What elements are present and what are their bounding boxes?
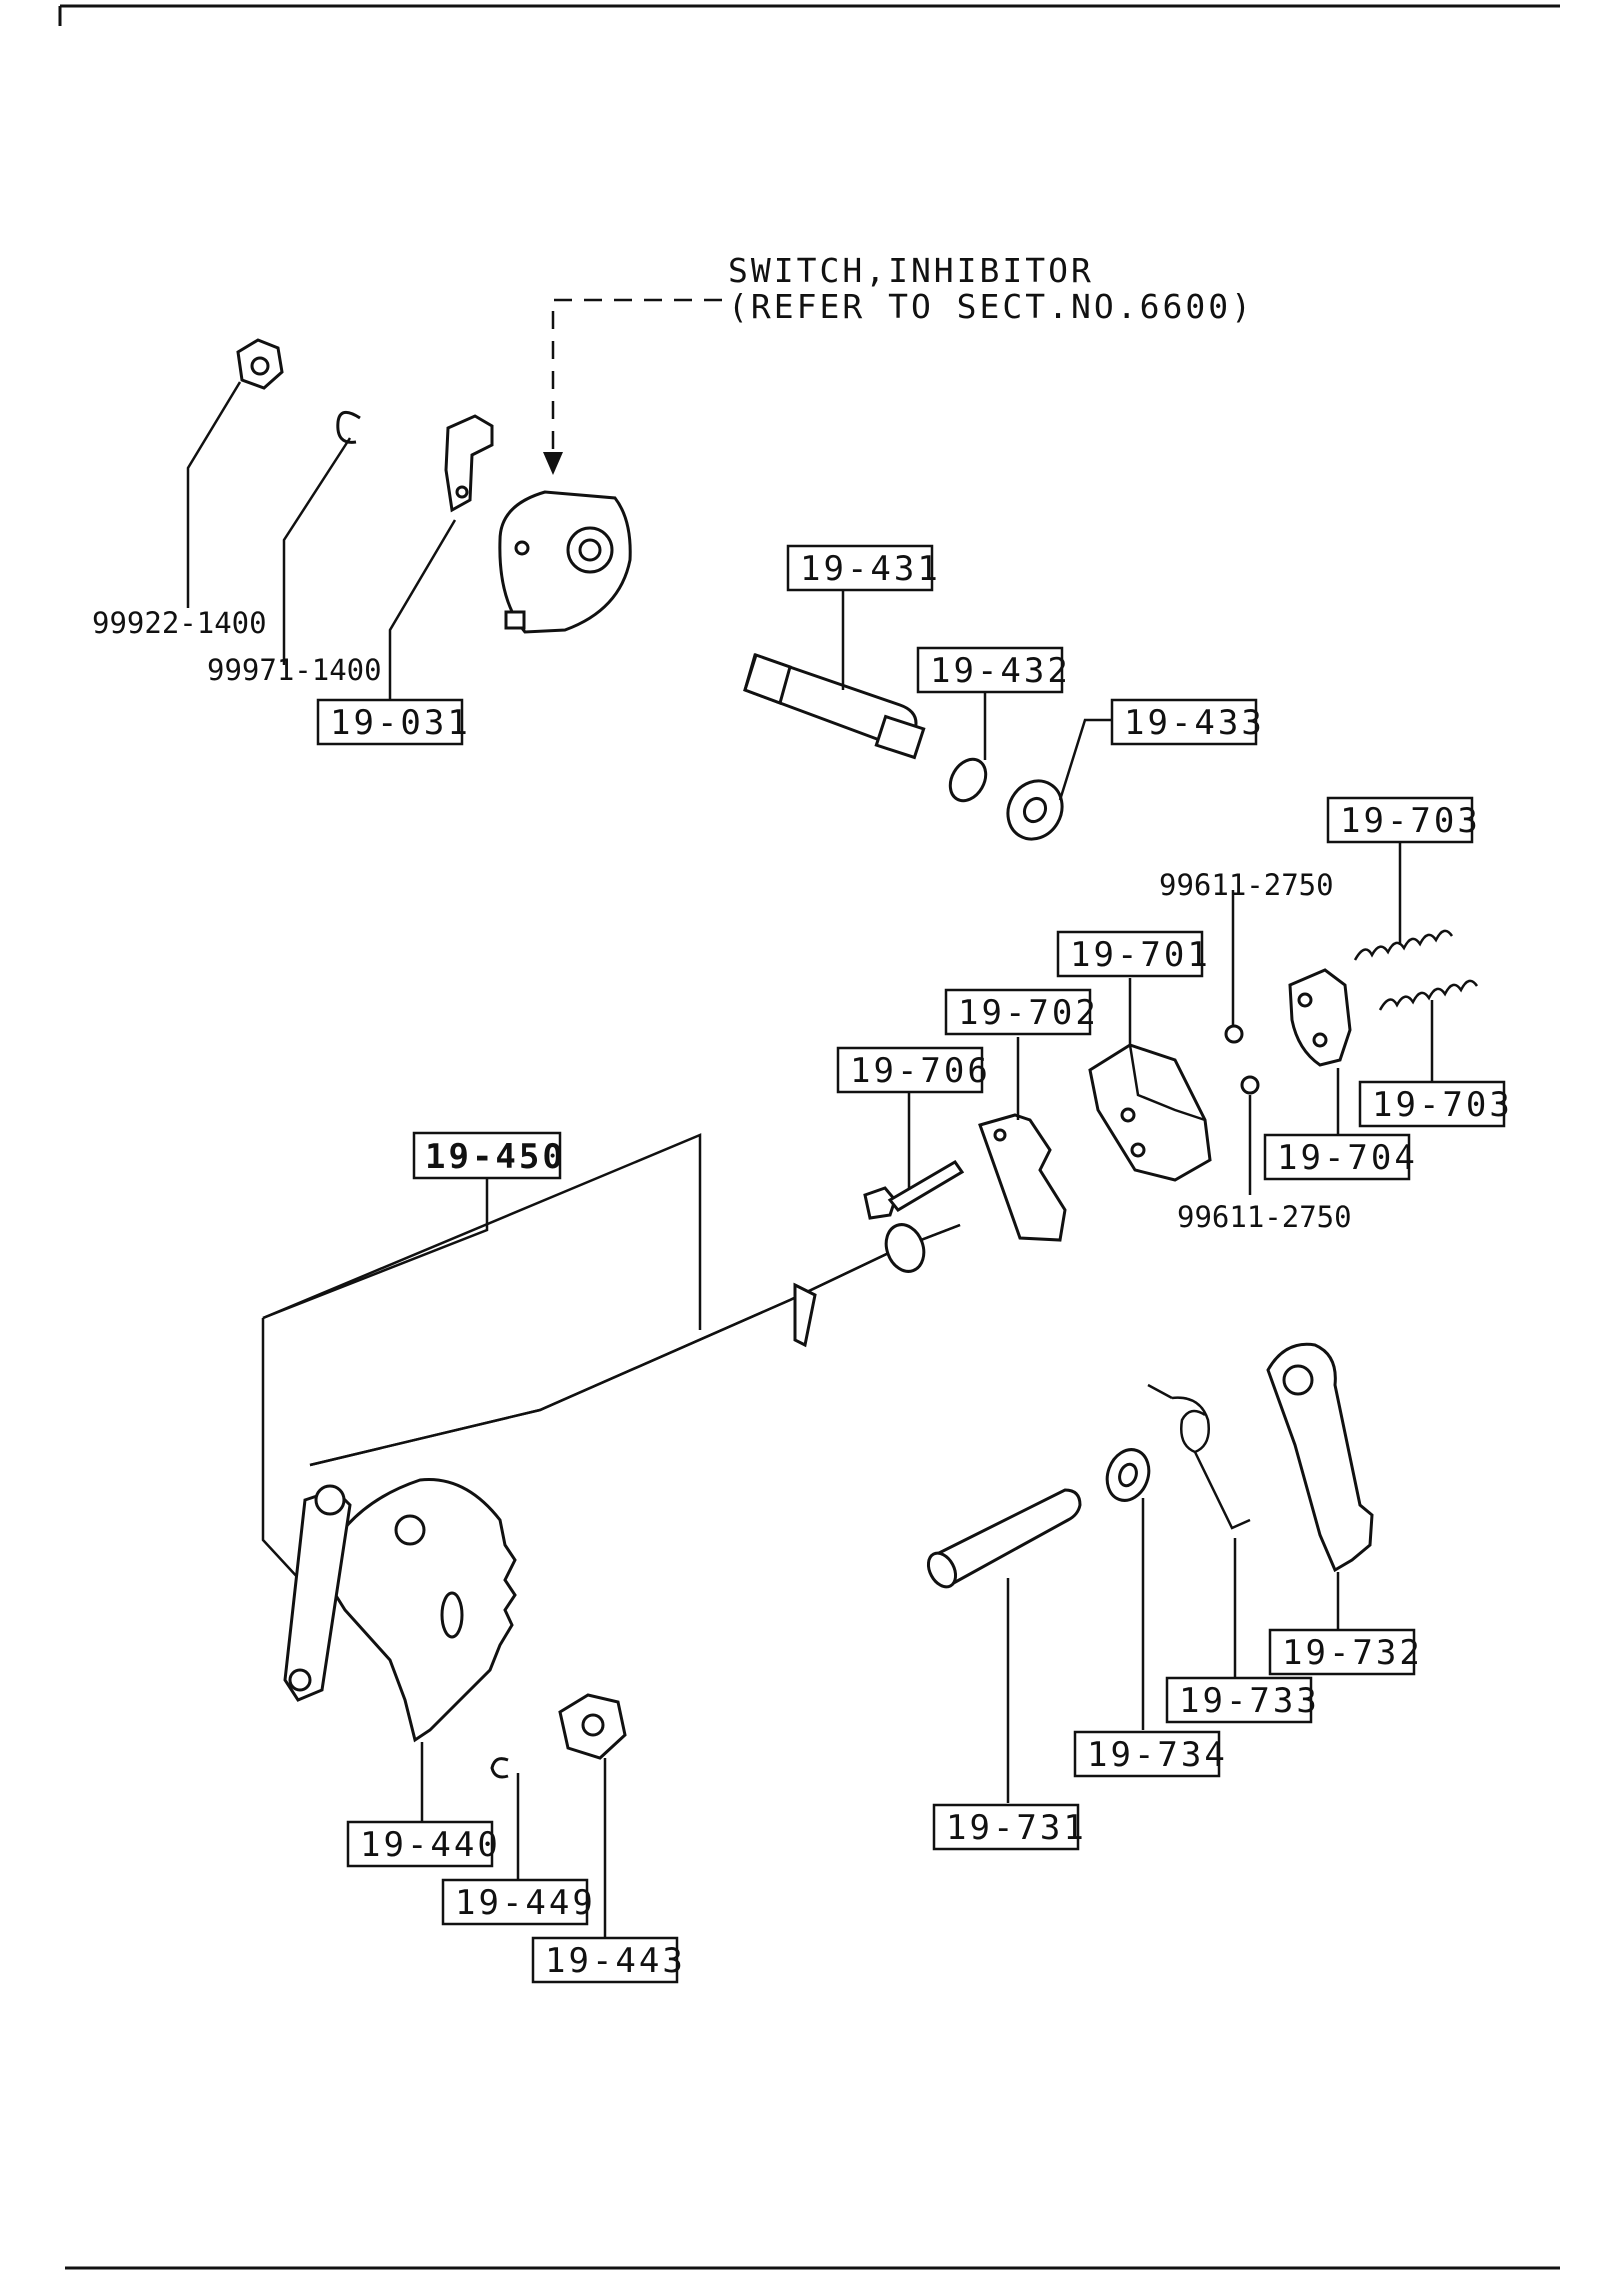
label-99611-2750-lower: 99611-2750 bbox=[1177, 1200, 1352, 1234]
lever-19-732 bbox=[1266, 1342, 1374, 1573]
svg-text:19-706: 19-706 bbox=[850, 1051, 991, 1091]
svg-text:19-732: 19-732 bbox=[1282, 1633, 1423, 1673]
bolt-19-706 bbox=[863, 1160, 965, 1220]
label-99611-2750-upper: 99611-2750 bbox=[1159, 868, 1334, 902]
svg-text:19-450: 19-450 bbox=[425, 1137, 566, 1177]
label-19-731: 19-731 bbox=[932, 1803, 1087, 1851]
label-19-733: 19-733 bbox=[1165, 1676, 1320, 1724]
svg-text:19-440: 19-440 bbox=[360, 1825, 501, 1865]
label-19-440: 19-440 bbox=[346, 1820, 501, 1868]
label-99971-1400: 99971-1400 bbox=[207, 653, 382, 687]
spring-19-703-upper bbox=[1353, 929, 1454, 961]
washer-19-734 bbox=[1105, 1448, 1151, 1502]
block-19-701 bbox=[1088, 1043, 1212, 1182]
label-19-732: 19-732 bbox=[1268, 1628, 1423, 1676]
detent-19-704 bbox=[1288, 968, 1352, 1067]
label-19-433: 19-433 bbox=[1110, 698, 1265, 746]
bracket-19-031 bbox=[444, 414, 494, 513]
svg-text:19-433: 19-433 bbox=[1124, 703, 1265, 743]
label-19-734: 19-734 bbox=[1073, 1730, 1228, 1778]
svg-text:19-701: 19-701 bbox=[1070, 935, 1211, 975]
label-19-431: 19-431 bbox=[786, 544, 941, 592]
nut-19-443 bbox=[558, 1693, 627, 1760]
label-19-432: 19-432 bbox=[916, 646, 1071, 694]
shaft-19-431 bbox=[743, 653, 926, 760]
label-99922-1400: 99922-1400 bbox=[92, 606, 267, 640]
reference-leader bbox=[551, 298, 722, 460]
svg-text:19-703: 19-703 bbox=[1372, 1085, 1513, 1125]
plate-19-702 bbox=[978, 1113, 1067, 1242]
ball-99611-2750-lower bbox=[1240, 1075, 1260, 1095]
reference-note-line2: (REFER TO SECT.NO.6600) bbox=[728, 287, 1254, 326]
svg-text:19-449: 19-449 bbox=[455, 1883, 596, 1923]
leader-lines bbox=[186, 381, 1434, 1938]
reference-note-line1: SWITCH,INHIBITOR bbox=[728, 251, 1094, 290]
pin-19-731 bbox=[926, 1488, 1082, 1589]
svg-text:19-703: 19-703 bbox=[1340, 801, 1481, 841]
label-19-704: 19-704 bbox=[1263, 1133, 1418, 1181]
label-19-703-upper: 19-703 bbox=[1326, 796, 1481, 844]
label-19-449: 19-449 bbox=[441, 1878, 596, 1926]
washer-19-449 bbox=[490, 1757, 509, 1779]
ball-99611-2750-upper bbox=[1224, 1024, 1244, 1044]
oring-19-432 bbox=[948, 757, 988, 803]
spring-19-703-lower bbox=[1378, 979, 1479, 1011]
label-19-703-lower: 19-703 bbox=[1358, 1080, 1513, 1128]
svg-text:19-731: 19-731 bbox=[946, 1808, 1087, 1848]
torsion-spring-19-733 bbox=[1147, 1383, 1251, 1530]
svg-text:19-031: 19-031 bbox=[330, 703, 471, 743]
nut-99922-1400 bbox=[236, 338, 284, 390]
label-19-443: 19-443 bbox=[531, 1936, 686, 1984]
svg-text:19-431: 19-431 bbox=[800, 549, 941, 589]
label-19-450: 19-450 bbox=[412, 1131, 566, 1180]
svg-text:19-734: 19-734 bbox=[1087, 1735, 1228, 1775]
inhibitor-switch bbox=[498, 490, 632, 634]
reference-arrow-icon bbox=[543, 452, 563, 475]
svg-text:19-702: 19-702 bbox=[958, 993, 1099, 1033]
label-19-702: 19-702 bbox=[944, 988, 1099, 1036]
bushing-19-433 bbox=[1006, 779, 1064, 841]
label-19-031: 19-031 bbox=[316, 698, 471, 746]
label-19-706: 19-706 bbox=[836, 1046, 991, 1094]
svg-text:19-704: 19-704 bbox=[1277, 1138, 1418, 1178]
svg-text:19-443: 19-443 bbox=[545, 1941, 686, 1981]
cable-assembly-19-450 bbox=[261, 1133, 961, 1581]
lever-19-440 bbox=[283, 1478, 517, 1743]
label-19-701: 19-701 bbox=[1056, 930, 1211, 978]
svg-text:19-733: 19-733 bbox=[1179, 1681, 1320, 1721]
svg-text:19-432: 19-432 bbox=[930, 651, 1071, 691]
